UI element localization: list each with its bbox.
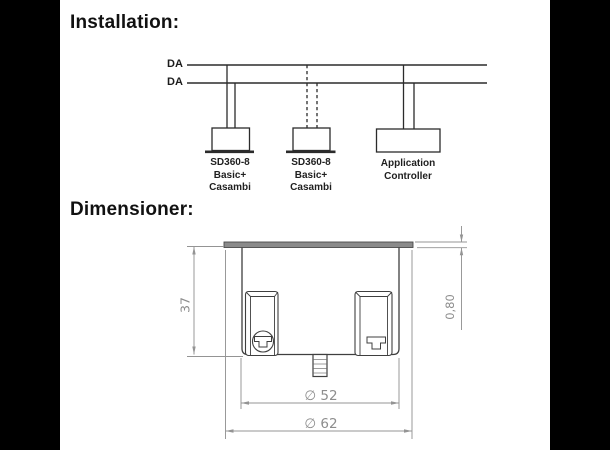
letterbox-right [550,0,610,450]
device-label-line: Basic+ [294,169,328,181]
device-label-line: SD360-8 [291,157,331,168]
left-spring-clip [244,290,279,357]
da-bus-label-1: DA [167,58,183,70]
right-spring-clip [354,290,393,357]
device-label-line: Application [380,158,436,169]
installation-heading: Installation: [70,12,180,33]
da-bus-label-2: DA [167,76,183,88]
device-label-line: Controller [384,170,432,182]
device-3-box [375,128,441,153]
device-label-line: Casambi [209,182,251,193]
letterbox-left [0,0,60,450]
dimensioner-heading: Dimensioner: [70,199,194,220]
installation-diagram [187,64,487,154]
dim-inner-diameter-52 [240,358,400,409]
dim-height-37 [187,246,243,357]
dimension-lines [187,226,467,439]
device-label-line: Casambi [290,182,332,193]
dim-flange-thickness-080 [415,226,467,330]
keyhole-slot-icon [254,336,272,348]
device-2-label: SD360-8 Basic+ Casambi [269,157,353,195]
dim-outer-diameter-62 [225,250,413,439]
device-3-label: Application Controller [366,158,450,183]
device-1-box [211,127,251,152]
dim-flange-thickness-label: 0,80 [443,294,457,320]
device-2-drop-lines-dashed [306,65,318,128]
dimension-drawing [223,241,414,378]
da-bus-lines [187,64,487,84]
device-2-box [292,127,331,152]
device-1-label: SD360-8 Basic+ Casambi [188,157,272,195]
device-3-drop-lines [402,65,415,129]
dim-inner-diameter-label: ∅ 52 [304,388,338,404]
flange-bar [223,241,414,248]
device-label-line: SD360-8 [210,157,250,168]
device-label-line: Basic+ [213,169,247,181]
bottom-connector-tab [312,353,328,378]
dim-height-label: 37 [177,297,193,313]
dim-outer-diameter-label: ∅ 62 [304,416,338,432]
device-1-drop-lines [226,65,236,128]
keyhole-slot-icon [366,336,386,350]
